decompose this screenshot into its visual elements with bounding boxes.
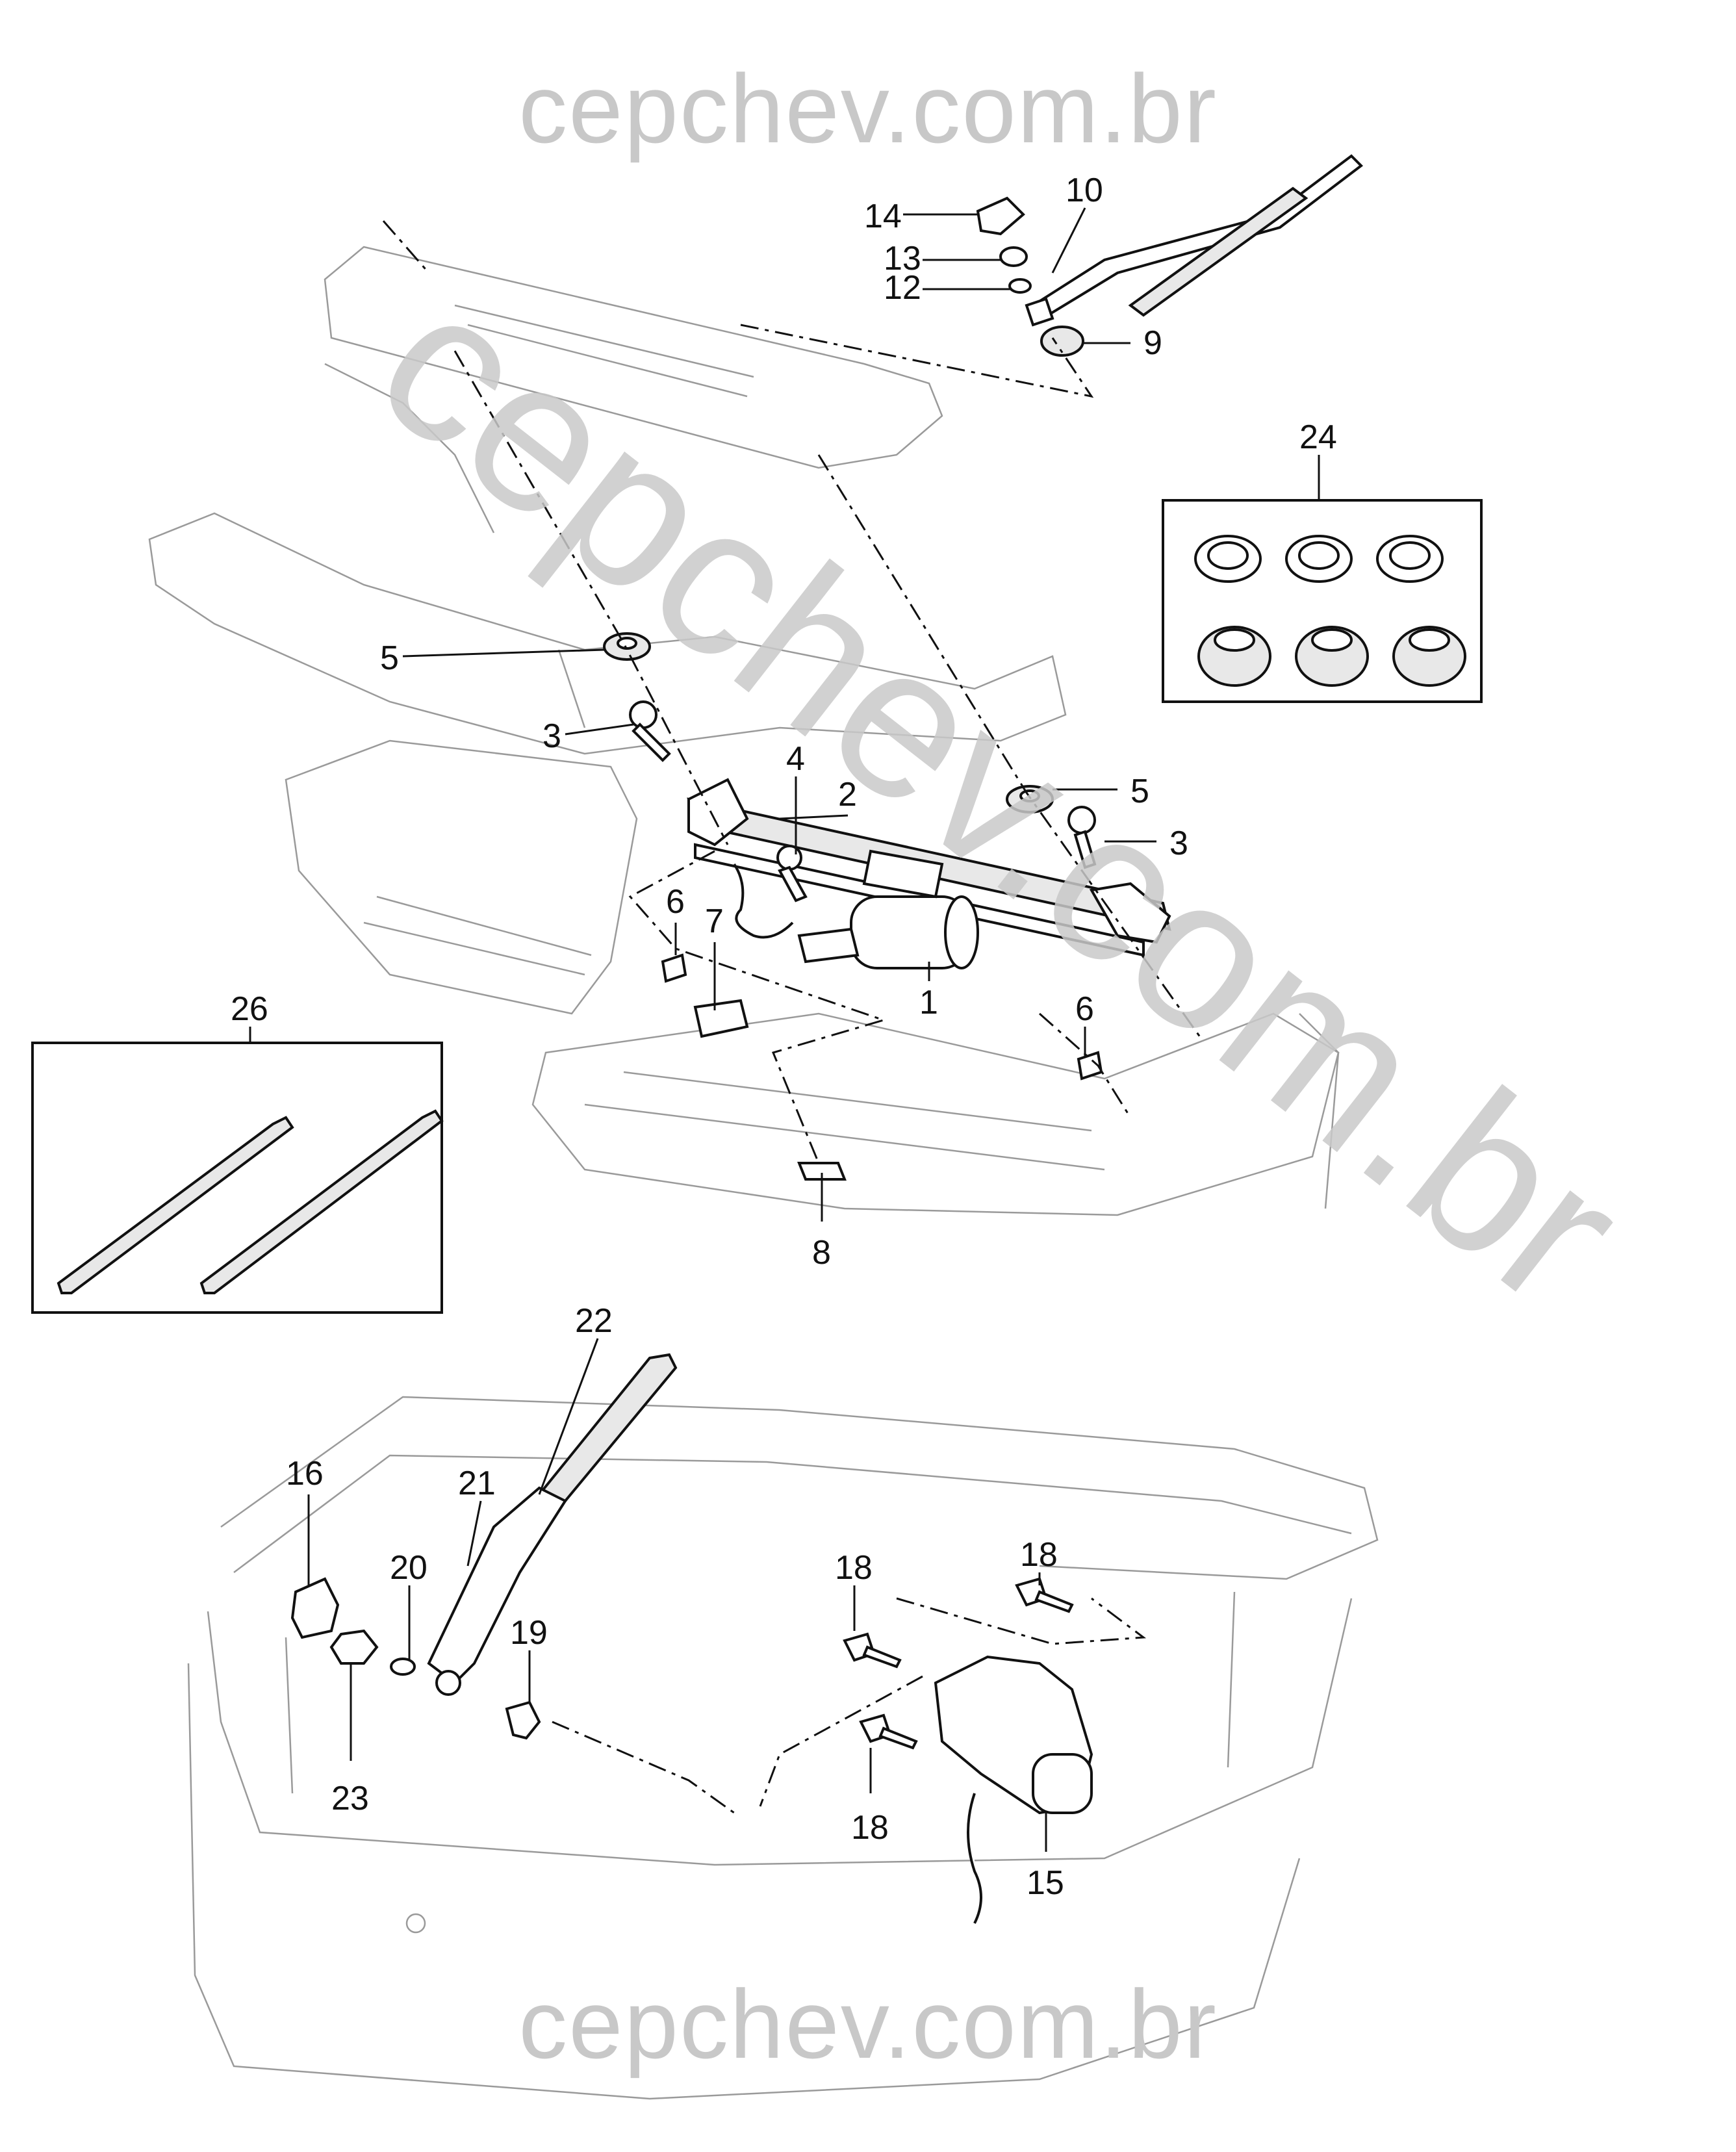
callout-20: 20 (390, 1549, 428, 1587)
callout-labels: 14 13 12 10 9 24 5 3 4 2 5 3 6 7 1 6 8 2… (231, 172, 1337, 1902)
clip-6-left (661, 953, 687, 983)
callout-14: 14 (864, 198, 902, 235)
nut-13 (999, 246, 1028, 267)
callout-18-mid: 18 (835, 1549, 873, 1587)
rear-blade-22 (537, 1353, 678, 1503)
routing-lines (382, 220, 1203, 1814)
rear-arm-21 (427, 1486, 567, 1696)
rear-motor-15 (934, 1655, 1093, 1924)
callout-3-left: 3 (542, 717, 561, 755)
callout-22: 22 (575, 1302, 613, 1340)
watermark-bottom: cepchev.com.br (518, 1969, 1218, 2079)
bushing-kit-24 (1162, 499, 1483, 703)
callout-12: 12 (884, 269, 921, 307)
bolt-18-bottom (859, 1713, 918, 1750)
wiper-blades-26 (31, 1042, 444, 1314)
washer-12 (1008, 278, 1032, 294)
callout-5-left: 5 (380, 639, 399, 677)
bolt-18-mid (843, 1632, 902, 1669)
nut-23 (329, 1629, 379, 1665)
washer-5-left (603, 632, 651, 661)
callout-21: 21 (458, 1465, 496, 1502)
callout-13: 13 (884, 240, 921, 277)
callout-15: 15 (1027, 1864, 1064, 1902)
callout-10: 10 (1066, 172, 1103, 209)
watermark-top: cepchev.com.br (518, 54, 1218, 163)
callout-7: 7 (705, 903, 724, 940)
callout-2: 2 (838, 776, 857, 813)
grommet-19 (505, 1700, 541, 1740)
screw-3-left (629, 700, 671, 762)
callout-9: 9 (1143, 324, 1162, 362)
callout-3-right: 3 (1169, 825, 1188, 862)
clip-8 (797, 1162, 847, 1181)
washer-20 (390, 1658, 416, 1676)
callout-1: 1 (919, 984, 938, 1021)
tailgate-outline (187, 1396, 1379, 2100)
screw-3-right (1067, 806, 1097, 869)
front-wiper-arm-10 (1025, 154, 1364, 327)
bushing-9 (1040, 326, 1084, 357)
callout-19: 19 (510, 1614, 548, 1652)
bracket-7 (693, 999, 749, 1038)
cowl-panel-outline (148, 246, 1340, 1216)
wiper-linkage (687, 778, 1171, 969)
leader-lines (249, 207, 1320, 1852)
callout-18-top: 18 (1020, 1536, 1058, 1574)
cap-16 (290, 1577, 340, 1639)
bolt-18-top (1015, 1577, 1074, 1613)
cap-14 (976, 196, 1025, 236)
callout-26: 26 (231, 990, 268, 1028)
callout-6-right: 6 (1075, 990, 1094, 1028)
callout-6-left: 6 (666, 883, 685, 921)
callout-16: 16 (286, 1455, 324, 1492)
callout-23: 23 (331, 1780, 369, 1817)
callout-24: 24 (1299, 418, 1337, 456)
callout-18-bottom: 18 (851, 1809, 889, 1847)
callout-5-right: 5 (1130, 773, 1149, 810)
callout-4: 4 (786, 740, 805, 778)
callout-8: 8 (812, 1234, 831, 1272)
